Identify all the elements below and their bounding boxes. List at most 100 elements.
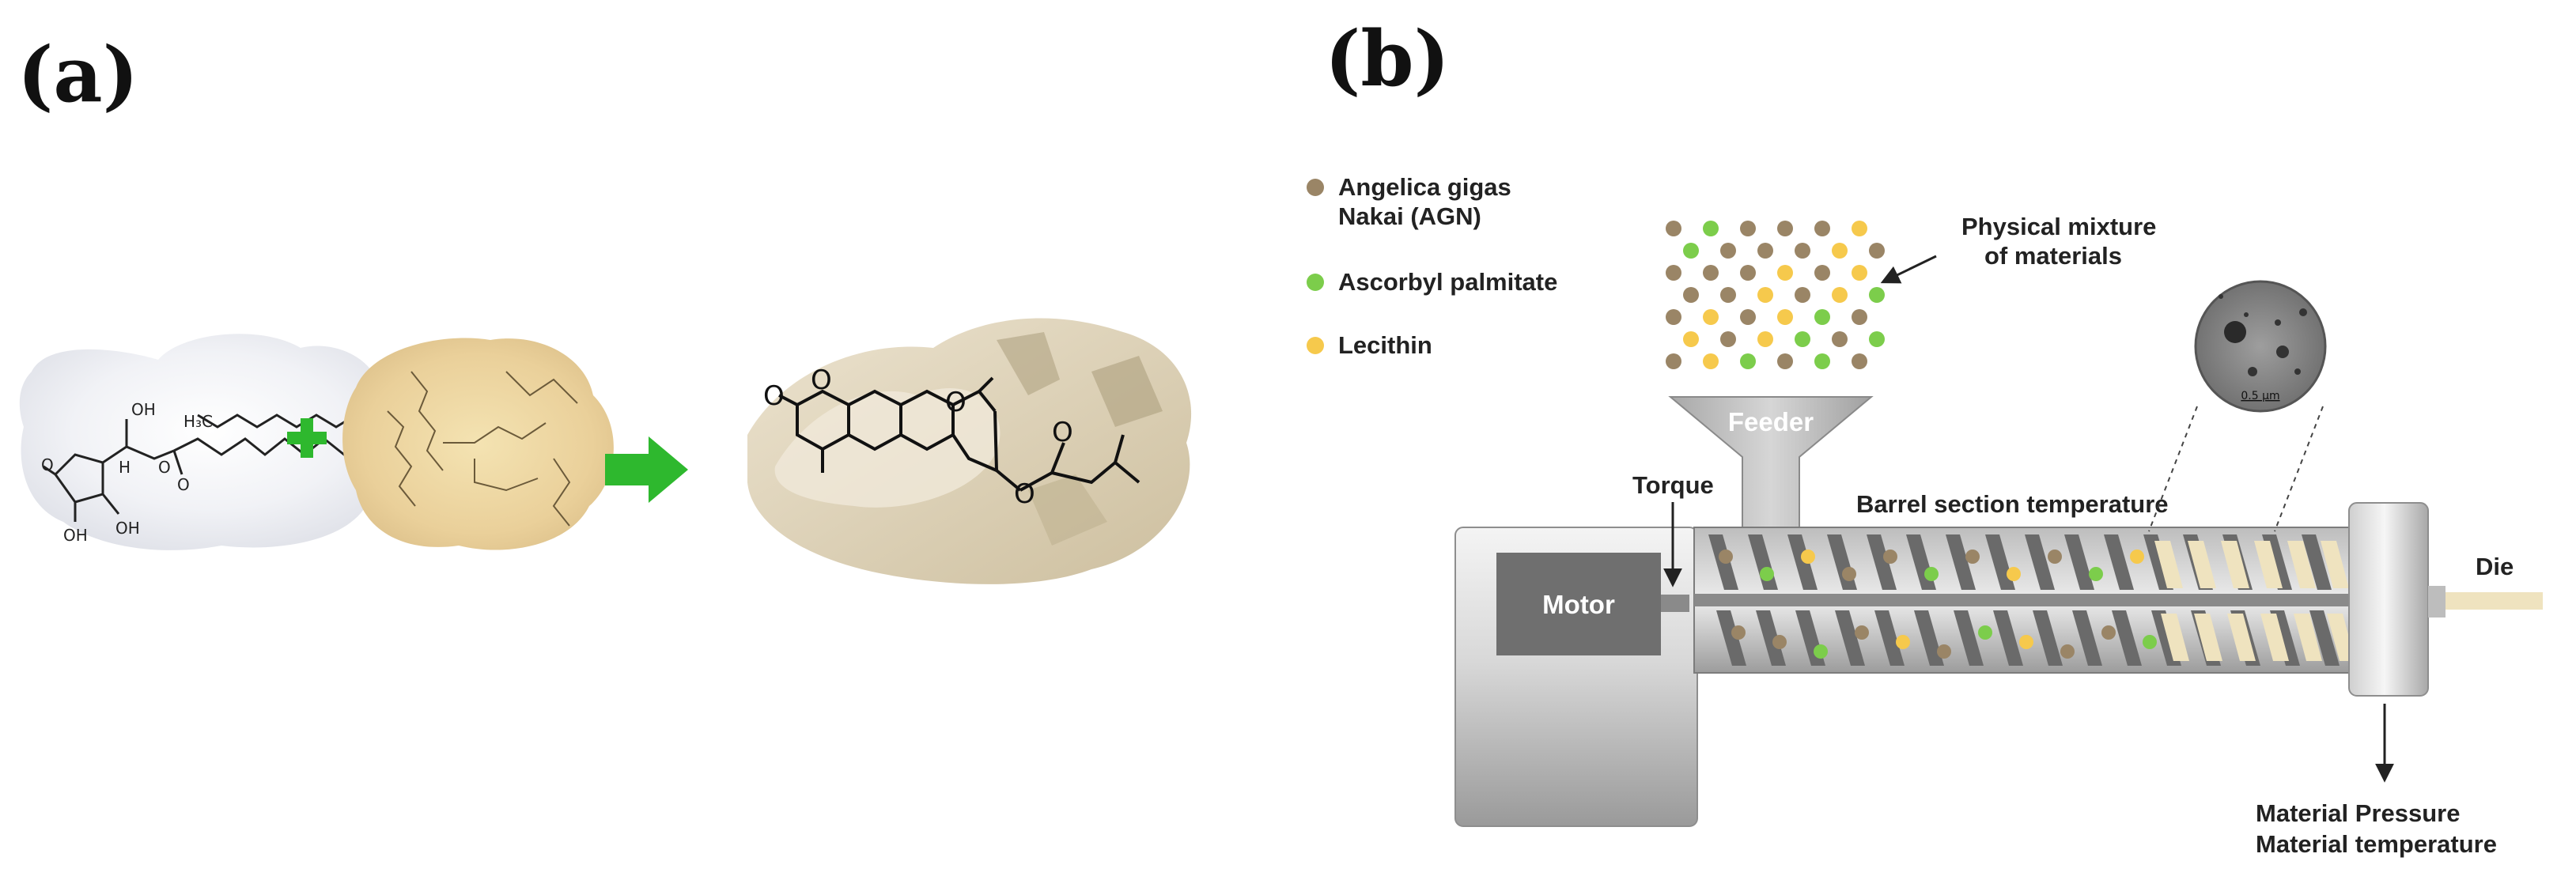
screw-flight xyxy=(1787,534,1818,590)
mixture-dot xyxy=(1757,331,1773,347)
melt-segment xyxy=(2161,614,2189,661)
feeder-label: Feeder xyxy=(1728,407,1814,436)
legend-label-lecithin: Lecithin xyxy=(1338,331,1432,359)
agn-flakes-image: O O O O O xyxy=(747,318,1192,584)
melt-segment xyxy=(2254,541,2283,588)
barrel-particle xyxy=(1731,625,1746,640)
barrel-particle xyxy=(2101,625,2116,640)
barrel-particle xyxy=(2007,567,2021,581)
barrel-particle xyxy=(2143,635,2157,649)
melt-segment xyxy=(2227,614,2256,661)
mixture-dot xyxy=(1795,243,1810,259)
ascorbyl-palmitate-powder-image: OH H₃C O OH OH H O O xyxy=(19,334,400,550)
mixture-dot xyxy=(1666,353,1681,369)
legend-label-agn-line2: Nakai (AGN) xyxy=(1338,202,1481,230)
barrel-particle xyxy=(1801,550,1815,564)
mixture-label-line2: of materials xyxy=(1984,242,2122,270)
physical-mixture-dots xyxy=(1666,221,1885,369)
mixture-dot xyxy=(1777,353,1793,369)
die-label: Die xyxy=(2476,553,2514,580)
melt-segment xyxy=(2287,541,2316,588)
molecule-label: O xyxy=(41,455,54,474)
mixture-dot xyxy=(1869,287,1885,303)
mixture-dot xyxy=(1832,243,1848,259)
tem-micrograph-image xyxy=(2194,280,2327,413)
mixture-dot xyxy=(1666,221,1681,236)
barrel-particle xyxy=(1772,635,1787,649)
mixture-dot xyxy=(1683,287,1699,303)
molecule-label: O xyxy=(158,458,171,477)
mixture-dot xyxy=(1852,265,1867,281)
mixture-dot xyxy=(1666,265,1681,281)
molecule-label: OH xyxy=(63,526,88,545)
barrel-particle xyxy=(2060,644,2075,659)
die-block: Die xyxy=(2348,502,2543,697)
molecule-label: OH xyxy=(115,519,140,538)
legend-label-agn-line1: Angelica gigas xyxy=(1338,173,1511,201)
mixture-dot xyxy=(1683,243,1699,259)
barrel-particle xyxy=(1978,625,1992,640)
mixture-dot xyxy=(1683,331,1699,347)
mixture-dot xyxy=(1795,287,1810,303)
mixture-dot xyxy=(1814,309,1830,325)
screw-flight xyxy=(2025,534,2055,590)
mixture-dot xyxy=(1814,265,1830,281)
mixture-dot xyxy=(1740,353,1756,369)
screw-flight xyxy=(1874,610,1905,666)
screw-flight xyxy=(1946,534,1976,590)
decursin-structure xyxy=(778,376,1140,492)
svg-text:O: O xyxy=(811,364,832,396)
motor-label: Motor xyxy=(1542,590,1615,619)
legend-swatch-agn xyxy=(1307,179,1324,196)
barrel-particle xyxy=(2130,550,2144,564)
barrel-particle xyxy=(1896,635,1910,649)
screw-flight xyxy=(1835,610,1865,666)
melt-segment xyxy=(2260,614,2289,661)
screw-flight xyxy=(1993,610,2023,666)
screw-flight xyxy=(1716,610,1746,666)
barrel-particle xyxy=(1855,625,1869,640)
plus-icon xyxy=(287,418,327,458)
mixture-dot xyxy=(1852,221,1867,236)
mixture-dot xyxy=(1757,287,1773,303)
screw-flight xyxy=(1867,534,1897,590)
screw-flight xyxy=(2064,534,2094,590)
material-pressure-label: Material Pressure xyxy=(2256,799,2460,827)
panel-b: (b) Angelica gigas Nakai (AGN) Ascorbyl … xyxy=(1307,14,2543,858)
panel-a: (a) OH H₃C O OH OH H O xyxy=(17,30,1192,584)
barrel-particle xyxy=(1760,567,1774,581)
melt-segment xyxy=(2294,614,2322,661)
screw-flight xyxy=(2072,610,2102,666)
mixture-dot xyxy=(1852,353,1867,369)
lecithin-structure xyxy=(387,371,578,527)
torque-label: Torque xyxy=(1632,471,1714,499)
panel-b-label: (b) xyxy=(1325,14,1450,104)
mixture-dot xyxy=(1852,309,1867,325)
screw-flight xyxy=(2309,610,2340,666)
mixture-dot xyxy=(1757,243,1773,259)
melt-segment xyxy=(2154,541,2183,588)
mixture-dot xyxy=(1869,331,1885,347)
legend-swatch-ascorbyl xyxy=(1307,274,1324,291)
barrel-particle xyxy=(2019,635,2033,649)
mixture-dot xyxy=(1795,331,1810,347)
extruder-barrel xyxy=(1693,527,2355,674)
mixture-dot xyxy=(1720,287,1736,303)
barrel-particle xyxy=(2089,567,2103,581)
mixture-dot xyxy=(1703,353,1719,369)
svg-text:O: O xyxy=(1014,478,1035,510)
screw-flight xyxy=(2104,534,2134,590)
mixture-dot xyxy=(1666,309,1681,325)
barrel-particle xyxy=(1937,644,1951,659)
screw-flight xyxy=(2302,534,2332,590)
mixture-dot xyxy=(1740,309,1756,325)
mixture-dot xyxy=(1777,221,1793,236)
lecithin-powder-image xyxy=(342,338,614,550)
mixture-dot xyxy=(1720,243,1736,259)
tem-scale-label: 0.5 μm xyxy=(2241,390,2279,402)
screw-flight xyxy=(1914,610,1944,666)
mixture-label-line1: Physical mixture xyxy=(1961,213,2156,240)
mixture-dot xyxy=(1703,265,1719,281)
screw-flight xyxy=(1756,610,1786,666)
